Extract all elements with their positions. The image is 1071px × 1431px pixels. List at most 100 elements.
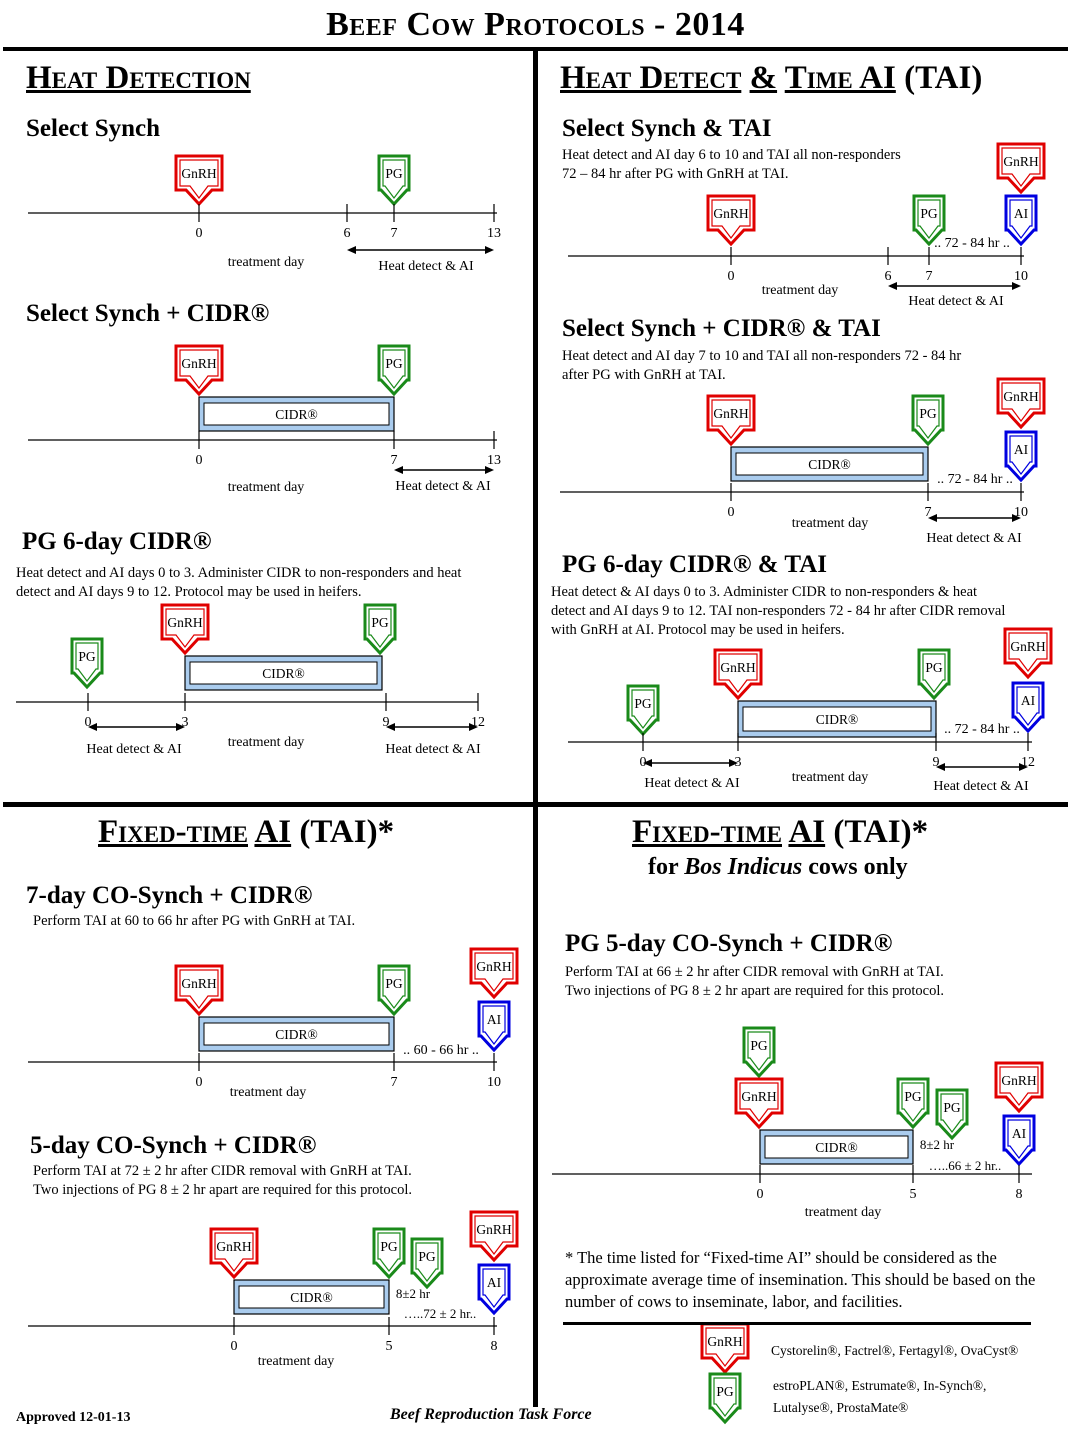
gnrh-marker-label: GnRH xyxy=(476,959,512,974)
pg-marker-label: PG xyxy=(385,166,403,181)
pg-marker-label: PG xyxy=(920,206,938,221)
span-arrow-head xyxy=(643,759,652,767)
pg-marker-arrow xyxy=(626,684,660,737)
hour-label: 8±2 hr xyxy=(920,1137,955,1152)
pg-marker-label: PG xyxy=(925,660,943,675)
ai-marker-label: AI xyxy=(1014,442,1029,457)
center-divider xyxy=(533,47,538,1407)
gnrh-marker-arrow xyxy=(174,154,224,207)
ai-marker-arrow xyxy=(1002,1114,1036,1167)
pg-marker-arrow xyxy=(363,603,397,656)
pg-marker-arrow-inner xyxy=(747,1031,771,1071)
heat-detect-label: Heat detect & AI xyxy=(933,779,1029,794)
gnrh-marker-arrow-inner xyxy=(1001,382,1041,422)
ai-marker-arrow xyxy=(1011,681,1045,734)
fixed-time-note: * The time listed for “Fixed-time AI” sh… xyxy=(565,1248,1036,1311)
pg-marker-arrow-inner xyxy=(382,159,406,199)
tick-label: 6 xyxy=(885,269,892,284)
section-heat-detection: Heat Detection xyxy=(26,60,251,96)
span-arrow-head xyxy=(1019,763,1028,771)
pg-marker-label: PG xyxy=(385,976,403,991)
gnrh-marker-label: GnRH xyxy=(181,976,217,991)
pg-marker-label: PG xyxy=(943,1100,961,1115)
pg-marker-arrow xyxy=(377,344,411,397)
pg-marker-label: PG xyxy=(418,1249,436,1264)
gnrh-marker-arrow xyxy=(174,964,224,1017)
pg-marker-arrow xyxy=(917,648,951,701)
span-arrow-head xyxy=(1012,282,1021,290)
tick-label: 3 xyxy=(182,715,189,730)
protocol-description: Heat detect & AI days 0 to 3. Administer… xyxy=(551,584,1006,638)
tick-label: 7 xyxy=(391,453,398,468)
protocol-title: Select Synch + CIDR® & TAI xyxy=(562,315,881,342)
ai-marker-label: AI xyxy=(487,1275,502,1290)
heat-detect-label: Heat detect & AI xyxy=(385,742,481,757)
ai-marker-arrow-inner xyxy=(482,1268,506,1308)
span-arrow-head xyxy=(347,246,356,254)
gnrh-marker-arrow-inner xyxy=(1001,147,1041,187)
ai-marker-arrow xyxy=(1004,430,1038,483)
gnrh-marker-label: GnRH xyxy=(713,206,749,221)
cidr-bar-inner xyxy=(189,661,378,685)
tick-label: 13 xyxy=(487,226,501,241)
gnrh-marker-arrow-inner xyxy=(474,1215,514,1255)
tick-label: 6 xyxy=(344,226,351,241)
gnrh-marker-arrow xyxy=(469,1210,519,1263)
hour-label: …..66 ± 2 hr.. xyxy=(929,1158,1002,1173)
span-arrow-head xyxy=(936,763,945,771)
heat-detect-label: Heat detect & AI xyxy=(395,479,491,494)
pg-marker-label: PG xyxy=(385,356,403,371)
gnrh-marker-arrow-inner xyxy=(214,1232,254,1272)
pg-marker-arrow xyxy=(742,1026,776,1079)
cidr-bar-inner xyxy=(742,706,932,732)
gnrh-marker-arrow xyxy=(734,1077,784,1130)
pg-marker-arrow-inner xyxy=(631,689,655,729)
tick-label: 10 xyxy=(1014,269,1028,284)
pg-marker-arrow-inner xyxy=(377,1232,401,1272)
gnrh-marker-arrow xyxy=(160,603,210,656)
gnrh-marker-label: GnRH xyxy=(720,660,756,675)
tick-label: 9 xyxy=(383,715,390,730)
middle-divider xyxy=(3,802,1068,807)
ai-marker-label: AI xyxy=(1021,693,1036,708)
tick-label: 8 xyxy=(491,1339,498,1354)
cidr-label: CIDR® xyxy=(815,1140,858,1155)
protocol-description: Heat detect and AI day 6 to 10 and TAI a… xyxy=(562,147,901,182)
span-arrow-head xyxy=(928,514,937,522)
pg-marker-label: PG xyxy=(78,649,96,664)
tick-label: 0 xyxy=(231,1339,238,1354)
heat-detect-label: Heat detect & AI xyxy=(86,742,182,757)
legend-gnrh-products: Cystorelin®, Factrel®, Fertagyl®, OvaCys… xyxy=(771,1343,1019,1358)
legend-gnrh-marker-arrow xyxy=(700,1322,750,1375)
gnrh-marker-arrow-inner xyxy=(711,399,751,439)
gnrh-marker-label: GnRH xyxy=(1003,154,1039,169)
pg-marker-arrow xyxy=(70,637,104,690)
tick-label: 9 xyxy=(933,755,940,770)
protocol-description: Perform TAI at 66 ± 2 hr after CIDR remo… xyxy=(565,964,945,999)
pg-marker-arrow xyxy=(372,1227,406,1280)
protocol-title: Select Synch xyxy=(26,115,161,142)
gnrh-marker-arrow xyxy=(706,394,756,447)
ai-marker-arrow xyxy=(477,1263,511,1316)
tick-label: 0 xyxy=(728,505,735,520)
cidr-bar-inner xyxy=(238,1285,385,1309)
ai-marker-label: AI xyxy=(1012,1126,1027,1141)
gnrh-marker-arrow-inner xyxy=(179,159,219,199)
span-arrow-head xyxy=(485,246,494,254)
pg-marker-label: PG xyxy=(380,1239,398,1254)
cidr-bar-inner xyxy=(203,1022,390,1046)
tick-label: 5 xyxy=(910,1187,917,1202)
ai-marker-arrow-inner xyxy=(1009,199,1033,239)
span-arrow-head xyxy=(469,723,478,731)
span-arrow-head xyxy=(394,466,403,474)
gnrh-marker-label: GnRH xyxy=(181,356,217,371)
tick-label: 0 xyxy=(640,755,647,770)
hour-label: .. 60 - 66 hr .. xyxy=(403,1043,479,1058)
treatment-day-label: treatment day xyxy=(792,516,869,531)
span-arrow-head xyxy=(1012,514,1021,522)
pg-marker-label: PG xyxy=(919,406,937,421)
cidr-bar-inner xyxy=(203,402,390,426)
gnrh-marker-arrow-inner xyxy=(1008,632,1048,672)
pg-marker-arrow xyxy=(912,194,946,247)
